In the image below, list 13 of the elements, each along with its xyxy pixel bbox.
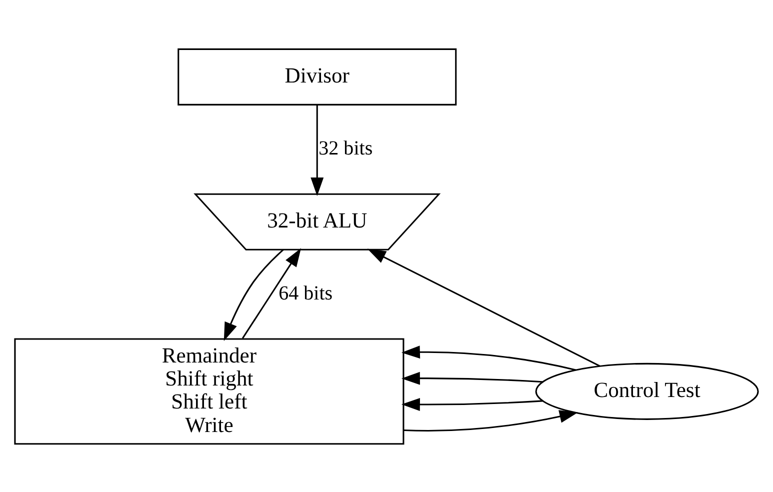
arrow [401,398,543,410]
arrow [242,248,302,338]
edge-label: 64 bits [278,282,333,304]
node-ellipse: Control Test [535,362,759,420]
arrow [404,410,578,431]
arrow [401,345,576,370]
node-box: Remainder Shift right Shift left Write [14,338,404,444]
node-box: Divisor [178,48,457,105]
arrow [401,371,543,384]
edge-label: 32 bits [318,137,373,160]
arrow [310,104,324,196]
arrow [224,248,284,341]
arrow [367,248,600,366]
